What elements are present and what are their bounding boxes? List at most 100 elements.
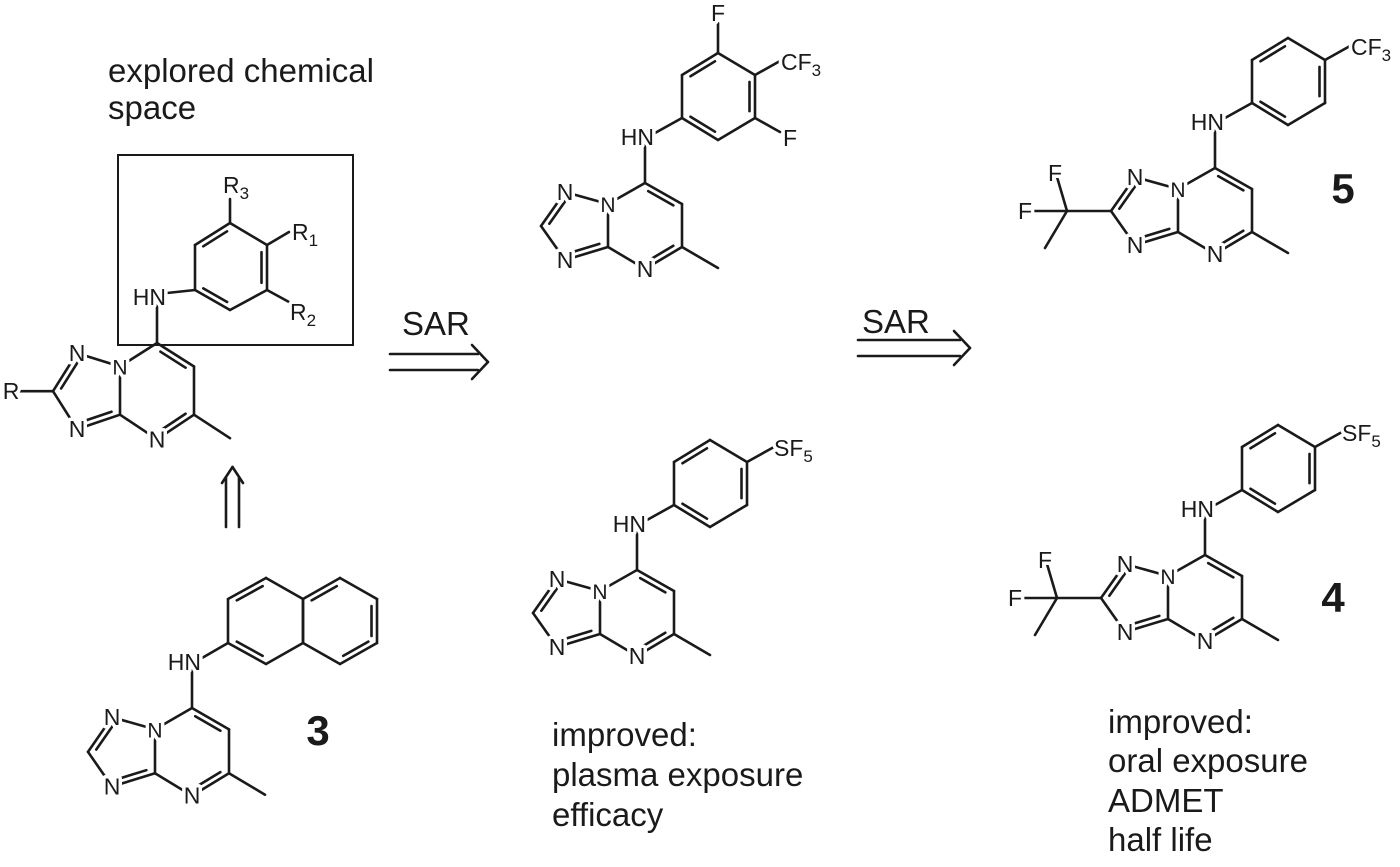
- generic-aryl-bond: [193, 288, 232, 312]
- n-label: N: [1117, 551, 1134, 577]
- n-label: N: [104, 704, 121, 730]
- right-note-line-4: half life: [1108, 821, 1213, 858]
- r2-label: R2: [290, 299, 316, 330]
- double-bond-line: [638, 631, 667, 650]
- naphthalene-ring-b-bond: [301, 576, 342, 601]
- sf5-aryl-double-bond: [1249, 487, 1277, 506]
- methyl-bond: [227, 771, 267, 797]
- methyl-bond: [672, 632, 712, 657]
- bond-n2-c3: [51, 351, 79, 393]
- n-label: N: [1127, 164, 1144, 190]
- bond-n2-c3: [1109, 175, 1137, 213]
- methyl-bond: [192, 413, 232, 440]
- bond-n4-c3a: [118, 413, 159, 441]
- bond-n1-n2: [563, 190, 610, 206]
- n-label: N: [112, 357, 127, 380]
- f-label: F: [1048, 160, 1062, 186]
- bond-n-c3a: [563, 245, 610, 262]
- sf5-aryl-bond: [672, 503, 712, 529]
- bond-c5-n4: [155, 413, 196, 441]
- compound-label-4: 4: [1321, 574, 1345, 621]
- generic-aryl-bond: [228, 288, 269, 312]
- double-bond-line: [568, 242, 601, 255]
- bond-n1-c7: [1176, 166, 1217, 191]
- sf5-bond: [1313, 430, 1344, 449]
- sf5-aryl-bond: [672, 438, 712, 464]
- bond-c7-c6: [1213, 166, 1254, 191]
- f-label: F: [1008, 585, 1022, 611]
- bond-n-c3a: [1123, 617, 1170, 634]
- bond-n1-c7: [598, 568, 639, 593]
- double-bond-line: [159, 412, 187, 432]
- double-bond-line: [1128, 614, 1161, 627]
- double-bond-line: [193, 714, 222, 733]
- n-label: N: [69, 340, 86, 366]
- right-note-line-2: oral exposure: [1108, 742, 1308, 779]
- bond-c3-n: [531, 611, 559, 649]
- bond-n4-c3a: [153, 771, 194, 798]
- difluoro-aryl-double-bond: [689, 115, 717, 134]
- double-bond-line: [1206, 561, 1235, 579]
- naphthalene-ring-a-double-bond: [235, 584, 264, 602]
- bond-n4-c3a: [1176, 230, 1217, 256]
- bond-n1-c7: [118, 341, 159, 368]
- sf5-aryl-double-bond: [681, 446, 709, 465]
- sar-arrow-2-head: [952, 346, 972, 367]
- bond-c5-n4: [1203, 617, 1244, 643]
- f-label: F: [783, 125, 797, 151]
- sf5-aryl-bond: [1240, 488, 1280, 514]
- bond-n-c3a: [555, 632, 602, 649]
- r3-label: R3: [223, 172, 249, 203]
- double-bond-line: [193, 770, 222, 789]
- cf3-aryl-double-bond: [1259, 44, 1287, 63]
- cf-methyl-bond: [1033, 596, 1059, 637]
- nh-aryl-bond: [653, 116, 684, 135]
- methyl-bond: [1250, 230, 1290, 255]
- sar-arrow-2-head: [952, 329, 972, 350]
- naphthalene-ring-a-bond: [226, 576, 268, 601]
- naphthalene-ring-a-bond: [226, 641, 268, 666]
- cf3-aryl-bond: [1250, 101, 1290, 127]
- naphthalene-ring-b-bond: [338, 576, 379, 601]
- naphthalene-ring-a-double-bond: [235, 640, 264, 658]
- middle-note-line-2: plasma exposure: [552, 756, 803, 793]
- methyl-bond: [1240, 617, 1280, 642]
- n-label: N: [1117, 619, 1134, 645]
- bond-n1-c7: [153, 706, 194, 731]
- n-label: N: [1127, 232, 1144, 258]
- n-label: N: [549, 634, 566, 660]
- f-bond: [753, 116, 782, 134]
- double-bond-line: [638, 576, 667, 594]
- nh-label: HN: [621, 124, 654, 150]
- n-label: N: [184, 783, 201, 809]
- bond-n2-c3: [539, 190, 567, 228]
- bond-n2-c3: [1099, 562, 1127, 600]
- double-bond-line: [1206, 616, 1235, 635]
- up-arrow-head: [220, 465, 234, 485]
- bond-c3-n: [51, 389, 79, 431]
- n-label: N: [1160, 566, 1175, 589]
- sf5-aryl-bond: [1276, 423, 1317, 449]
- bond-n1-c7: [1166, 553, 1207, 578]
- generic-aryl-bond: [228, 221, 269, 247]
- double-bond-line: [646, 244, 675, 263]
- bond-n-c3a: [110, 771, 157, 788]
- compound-label-5: 5: [1331, 165, 1354, 212]
- middle-note-line-3: efficacy: [552, 796, 664, 833]
- nh-label: HN: [1191, 109, 1224, 135]
- bond-n1-n2: [110, 715, 157, 731]
- nh-label: HN: [168, 649, 201, 675]
- bond-n2-c3: [86, 715, 114, 754]
- cf3-bond: [753, 59, 782, 77]
- sar-arrow-1-head: [470, 360, 490, 381]
- r1-label: R1: [292, 219, 318, 250]
- cf3-label: CF3: [781, 49, 821, 80]
- generic-aryl-bond: [193, 221, 232, 247]
- c-f-bond: [1055, 175, 1069, 213]
- c-f-bond: [1045, 562, 1059, 600]
- difluoro-aryl-bond: [716, 116, 757, 142]
- bond-c3-n: [1109, 209, 1137, 247]
- r2-bond: [265, 288, 291, 304]
- sf5-aryl-bond: [708, 438, 749, 464]
